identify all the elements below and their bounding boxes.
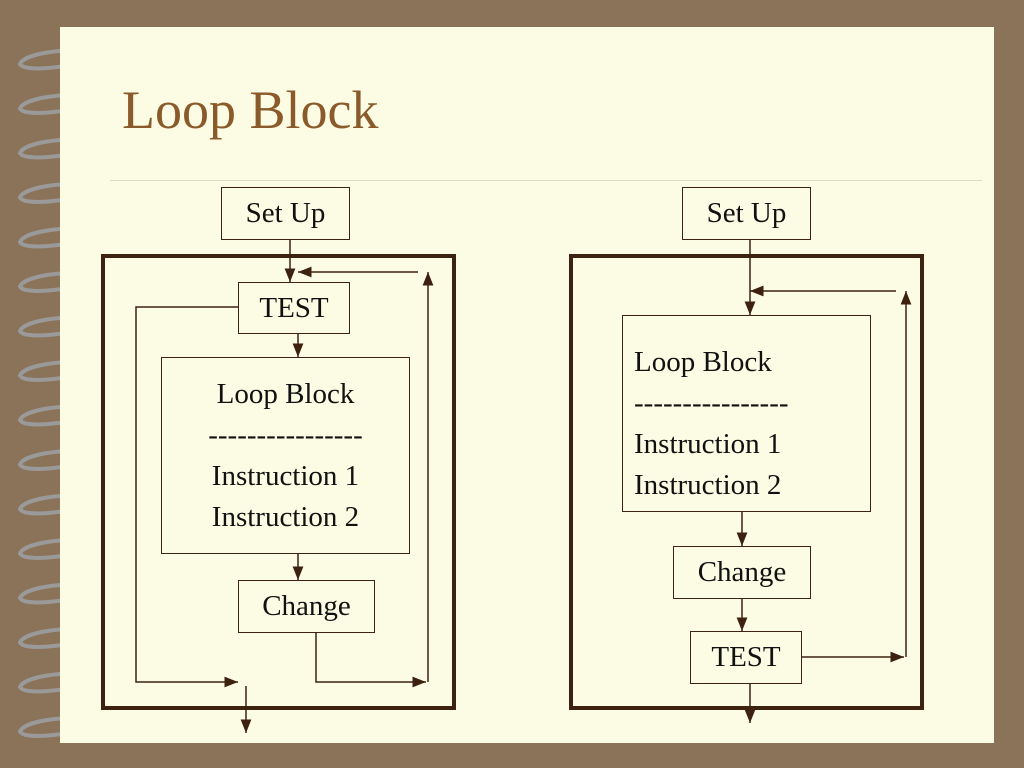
spiral-binding-ring-icon [17, 449, 60, 471]
left-loop-frame [101, 254, 456, 710]
left-loop-block-heading: Loop Block [216, 377, 355, 410]
spiral-binding-ring-icon [17, 627, 60, 649]
left-setup-box: Set Up [221, 187, 350, 240]
spiral-binding-ring-icon [17, 672, 60, 694]
spiral-binding-ring-icon [17, 138, 60, 160]
left-arrow-test-exit [135, 306, 238, 688]
right-loop-block-heading: Loop Block [634, 346, 772, 378]
left-test-box: TEST [238, 282, 350, 334]
right-setup-box: Set Up [682, 187, 811, 240]
left-loop-block-box: Loop Block ---------------- Instruction … [161, 357, 410, 554]
left-instruction-1: Instruction 1 [211, 459, 360, 492]
spiral-binding-ring-icon [17, 271, 60, 293]
right-instruction-1: Instruction 1 [634, 428, 782, 460]
slide-title: Loop Block [122, 80, 379, 140]
spiral-binding-ring-icon [17, 360, 60, 382]
spiral-binding-ring-icon [17, 93, 60, 115]
spiral-binding-ring-icon [17, 583, 60, 605]
spiral-binding-ring-icon [17, 182, 60, 204]
left-instruction-2: Instruction 2 [211, 500, 360, 533]
right-test-box: TEST [690, 631, 802, 684]
right-loop-block-box: Loop Block ---------------- Instruction … [622, 315, 871, 512]
right-instruction-2: Instruction 2 [634, 469, 782, 501]
left-change-box: Change [238, 580, 375, 633]
spiral-binding-ring-icon [17, 494, 60, 516]
right-setup-label: Set Up [706, 197, 787, 230]
right-loop-block-divider: ---------------- [634, 387, 789, 419]
left-change-label: Change [262, 590, 351, 623]
spiral-binding-ring-icon [17, 405, 60, 427]
title-divider [110, 180, 982, 181]
right-test-label: TEST [711, 641, 781, 674]
left-arrow-change-out [315, 633, 426, 688]
spiral-binding-ring-icon [17, 49, 60, 71]
left-setup-label: Set Up [245, 197, 326, 230]
spiral-binding-ring-icon [17, 716, 60, 738]
right-loop-frame [569, 254, 924, 710]
left-test-label: TEST [259, 291, 329, 324]
right-change-label: Change [697, 556, 787, 589]
spiral-binding-ring-icon [17, 316, 60, 338]
spiral-binding-ring-icon [17, 227, 60, 249]
right-change-box: Change [673, 546, 811, 599]
spiral-binding-ring-icon [17, 538, 60, 560]
left-loop-block-divider: ---------------- [208, 418, 363, 451]
spiral-binding [17, 49, 60, 738]
